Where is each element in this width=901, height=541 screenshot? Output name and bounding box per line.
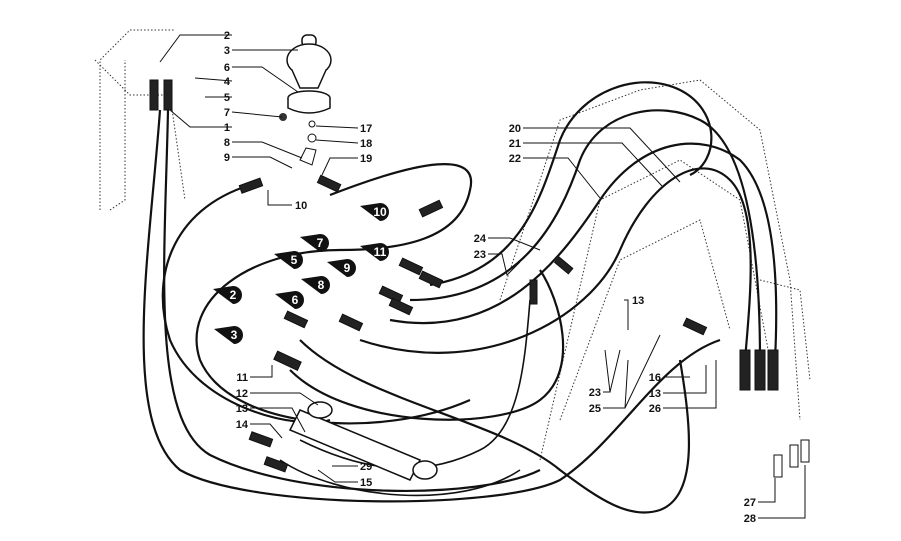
leader-lines (159, 34, 806, 519)
callout-21: 21 (509, 138, 521, 150)
callout-12: 12 (236, 388, 248, 400)
callout-22: 22 (509, 153, 521, 165)
callout-13: 13 (236, 403, 248, 415)
hose-marker-5: 5 (274, 251, 303, 269)
callout-29: 29 (360, 461, 372, 473)
hoses (142, 81, 778, 514)
callout-8: 8 (224, 137, 230, 149)
callout-18: 18 (360, 138, 372, 150)
hose-marker-7: 7 (300, 234, 329, 252)
callout-labels: 2 3 6 4 5 7 1 17 18 8 9 19 10 11 12 13 1… (224, 30, 756, 525)
accumulator (279, 34, 332, 166)
svg-text:8: 8 (318, 278, 325, 292)
callout-23: 23 (474, 249, 486, 261)
callout-13-lower: 13 (649, 388, 661, 400)
callout-17: 17 (360, 123, 372, 135)
callout-7: 7 (224, 107, 230, 119)
callout-14: 14 (236, 419, 249, 431)
svg-text:5: 5 (291, 253, 298, 267)
callout-27: 27 (744, 497, 756, 509)
svg-text:7: 7 (317, 236, 324, 250)
svg-text:10: 10 (373, 205, 387, 219)
hose-marker-6: 6 (275, 291, 304, 309)
callout-15: 15 (360, 477, 372, 489)
callout-13-right: 13 (632, 295, 644, 307)
callout-6: 6 (224, 62, 230, 74)
callout-3: 3 (224, 45, 230, 57)
hose-marker-3: 3 (214, 326, 243, 344)
hose-markers: 10 7 11 5 9 8 2 6 3 (213, 203, 389, 344)
hydraulic-cylinder (288, 401, 438, 481)
hose-fittings (149, 79, 779, 473)
callout-19: 19 (360, 153, 372, 165)
svg-text:9: 9 (344, 261, 351, 275)
hose-marker-8: 8 (301, 276, 330, 294)
svg-text:2: 2 (230, 288, 237, 302)
hose-marker-11: 11 (360, 243, 389, 261)
callout-28: 28 (744, 513, 756, 525)
callout-26: 26 (649, 403, 661, 415)
callout-5: 5 (224, 92, 230, 104)
svg-text:11: 11 (374, 245, 387, 259)
svg-text:6: 6 (292, 293, 299, 307)
callout-10: 10 (295, 200, 307, 212)
quick-couplers (773, 439, 810, 478)
callout-11: 11 (236, 372, 248, 384)
callout-1: 1 (224, 122, 230, 134)
callout-2: 2 (224, 30, 230, 42)
svg-text:3: 3 (231, 328, 238, 342)
hose-marker-10: 10 (360, 203, 389, 221)
machine-frame-outline (94, 29, 811, 461)
hose-marker-2: 2 (213, 286, 242, 304)
callout-25: 25 (589, 403, 601, 415)
callout-20: 20 (509, 123, 521, 135)
callout-23-lower: 23 (589, 387, 601, 399)
callout-16: 16 (649, 372, 661, 384)
callout-24: 24 (474, 233, 487, 245)
callout-4: 4 (224, 76, 231, 88)
callout-9: 9 (224, 152, 230, 164)
hose-marker-9: 9 (327, 259, 356, 277)
